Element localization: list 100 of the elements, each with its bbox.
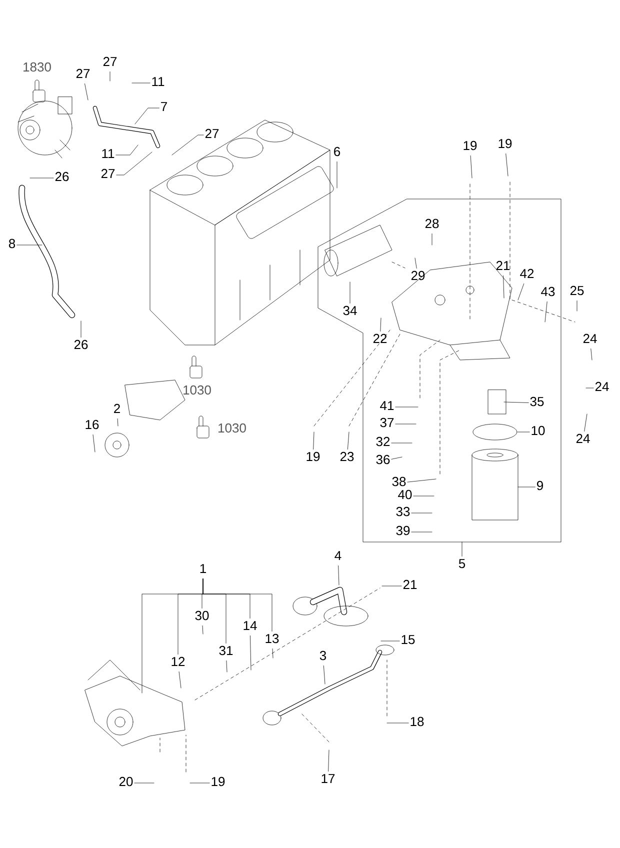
leader-line <box>336 162 338 188</box>
leader-line <box>117 418 118 426</box>
callout-number: 12 <box>172 656 185 666</box>
leader-line <box>391 456 402 460</box>
callout-number: 27 <box>101 168 115 178</box>
callout-number: 39 <box>396 526 410 536</box>
leader-line <box>172 134 204 156</box>
callout-number: 27 <box>205 128 219 138</box>
callout-number: 2 <box>114 404 120 413</box>
callout-number: 41 <box>380 401 394 410</box>
callout-number: 9 <box>537 480 543 490</box>
leader-line <box>470 156 472 178</box>
leader-line <box>576 300 578 312</box>
callout-number: 16 <box>86 420 99 430</box>
callout-number: 7 <box>161 102 167 111</box>
leader-line <box>544 302 548 322</box>
leader-line <box>407 478 436 482</box>
leader-line <box>134 108 160 124</box>
callout-number: 13 <box>266 634 279 644</box>
reference-number: 1030 <box>184 385 211 395</box>
leader-line <box>386 722 409 724</box>
callout-number: 24 <box>595 382 609 391</box>
leader-line <box>323 666 326 684</box>
callout-number: 17 <box>322 774 335 783</box>
leader-line <box>391 442 412 444</box>
leader-line <box>590 348 592 360</box>
callout-number: 40 <box>398 490 412 500</box>
leader-line <box>584 414 588 432</box>
callout-number: 11 <box>102 149 114 158</box>
leader-line <box>506 154 508 176</box>
leader-line <box>518 486 536 488</box>
leader-line <box>190 782 210 784</box>
callout-number: 26 <box>55 172 69 182</box>
callout-number: 15 <box>402 635 415 644</box>
callout-number: 18 <box>410 716 424 726</box>
callout-number: 43 <box>541 286 555 296</box>
callout-number: 19 <box>306 452 320 462</box>
leader-line <box>380 640 400 642</box>
leader-line <box>328 750 330 772</box>
leader-line <box>518 284 524 300</box>
leader-line <box>178 672 182 688</box>
callout-number: 19 <box>464 140 477 150</box>
callout-number: 30 <box>195 610 209 620</box>
callout-number: 24 <box>583 334 597 343</box>
callout-number: 19 <box>212 776 225 786</box>
leader-line <box>411 512 432 514</box>
reference-number: 1030 <box>218 423 246 433</box>
leader-line <box>202 626 204 634</box>
leader-line <box>84 84 88 100</box>
callout-number: 5 <box>458 559 466 568</box>
callout-number: 32 <box>376 436 390 446</box>
leader-line <box>16 244 42 246</box>
callout-number: 3 <box>320 650 326 660</box>
leader-line <box>414 258 417 268</box>
callout-number: 27 <box>76 68 90 78</box>
leader-line <box>92 434 96 452</box>
leader-line <box>226 660 228 672</box>
callout-number: 14 <box>244 621 257 630</box>
leader-line <box>272 648 274 658</box>
callout-number: 6 <box>334 146 340 156</box>
callout-number: 38 <box>392 476 406 486</box>
callout-number: 34 <box>343 306 357 316</box>
leader-line <box>134 782 154 784</box>
leader-line <box>503 276 504 298</box>
leader-line <box>347 432 350 450</box>
callout-number: 10 <box>532 426 545 436</box>
callout-number: 27 <box>103 56 117 66</box>
callout-number: 11 <box>152 77 164 86</box>
callout-number: 35 <box>530 396 544 406</box>
callout-number: 20 <box>119 776 133 786</box>
callout-number: 33 <box>396 506 410 516</box>
callout-number: 42 <box>520 268 534 278</box>
callout-number: 22 <box>373 334 387 343</box>
callout-number: 24 <box>576 434 590 443</box>
callout-number: 4 <box>334 551 342 560</box>
leader-line <box>116 152 152 176</box>
callout-number: 28 <box>425 218 439 228</box>
callout-number: 29 <box>411 270 425 280</box>
callout-number: 19 <box>498 138 512 148</box>
leader-line <box>395 406 418 408</box>
callout-number: 37 <box>380 418 394 428</box>
callout-number: 21 <box>403 580 417 589</box>
callout-number: 21 <box>496 260 510 270</box>
leader-line <box>250 636 252 670</box>
leader-line <box>313 432 314 450</box>
leader-line <box>504 402 529 403</box>
leader-line <box>80 320 82 338</box>
leader-line <box>116 144 138 156</box>
leader-line <box>380 318 382 332</box>
callout-number: 23 <box>340 452 354 462</box>
leader-line <box>132 82 150 84</box>
callout-number: 25 <box>570 286 584 296</box>
leader-line <box>338 566 340 586</box>
callout-number: 8 <box>8 238 16 248</box>
callout-number: 26 <box>74 340 88 350</box>
callout-number: 1 <box>200 564 206 573</box>
leader-line <box>202 578 272 632</box>
callout-number: 31 <box>219 646 233 656</box>
reference-number: 1830 <box>24 62 51 72</box>
callout-number: 36 <box>376 454 390 464</box>
